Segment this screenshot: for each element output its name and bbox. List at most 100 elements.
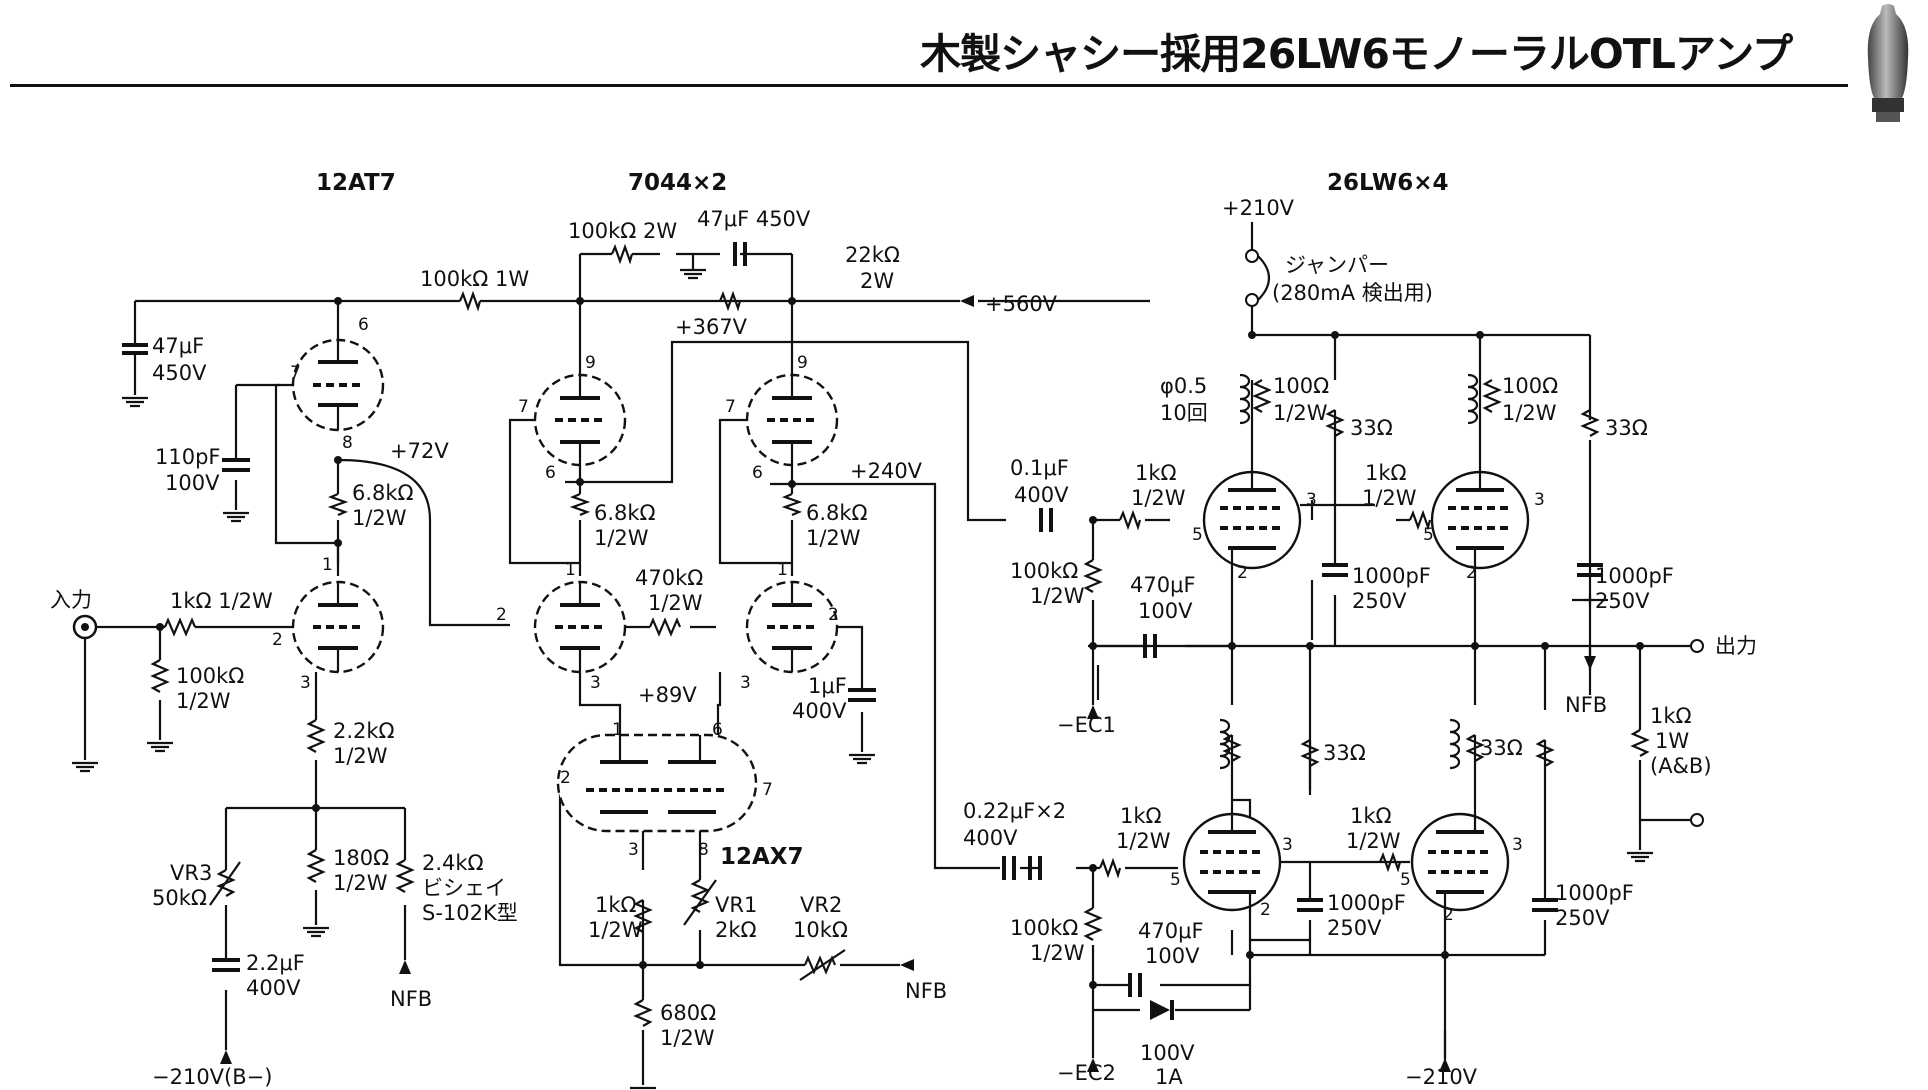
label-c1000-a: 1000pF (1352, 564, 1431, 588)
label-r1kw-c: 1/2W (1116, 829, 1171, 853)
label-r33-c: 33Ω (1323, 741, 1366, 765)
label-jump: ジャンパー (1285, 253, 1389, 277)
label-r24a: ビシェイ (422, 876, 506, 900)
ground-symbols (72, 268, 1653, 1090)
label-r1k-a: 1kΩ (1135, 461, 1177, 485)
pin-label: 3 (1512, 835, 1523, 855)
label-r1kw: 1/2W (588, 918, 643, 942)
label-nfb-1: NFB (390, 987, 432, 1011)
pin-label: 6 (358, 315, 369, 335)
label-r1kw-d: 1/2W (1346, 829, 1401, 853)
label-c1000v-d: 250V (1555, 906, 1610, 930)
label-r-in: 1kΩ 1/2W (170, 589, 273, 613)
label-r68w-b: 1/2W (594, 526, 649, 550)
pin-label: 3 (590, 673, 601, 693)
label-diode: 100V (1140, 1041, 1195, 1065)
label-rl3: (A&B) (1650, 754, 1712, 778)
label-vr1v: 2kΩ (715, 918, 757, 942)
label-ec2: −EC2 (1057, 1061, 1116, 1085)
label-rl2: 1W (1655, 729, 1689, 753)
label-c1000v-c: 250V (1327, 916, 1382, 940)
label-r68w-a: 1/2W (352, 506, 407, 530)
label-bneg2: −210V (1405, 1065, 1478, 1089)
label-r24b: S-102K型 (422, 901, 518, 925)
label-r100kg-a: 100kΩ (1010, 559, 1078, 583)
label-bneg: −210V(B−) (152, 1065, 272, 1089)
pin-label: 6 (545, 463, 556, 483)
wires (83, 252, 1692, 1085)
pin-label: 1 (322, 555, 333, 575)
labels: 12AT7 7044×2 12AX7 26LW6×4 入力 出力 1kΩ 1/2… (50, 170, 1757, 1089)
pin-label: 6 (712, 720, 723, 740)
label-vr3v: 50kΩ (152, 886, 207, 910)
label-c1000v-b: 250V (1595, 589, 1650, 613)
label-r100-b: 100Ω (1502, 374, 1558, 398)
pin-label: 2 (560, 768, 571, 788)
header-rule (10, 84, 1848, 87)
label-r22k: 22kΩ (845, 243, 900, 267)
label-r68w-c: 1/2W (806, 526, 861, 550)
label-r1kw-a: 1/2W (1131, 486, 1186, 510)
label-b367: +367V (675, 315, 748, 339)
pin-label: 3 (1306, 490, 1317, 510)
pin-label: 2 (1237, 563, 1248, 583)
pin-label: 3 (300, 673, 311, 693)
pin-label: 7 (518, 397, 529, 417)
label-r100w-a: 1/2W (1273, 401, 1328, 425)
tube-26lw6-1 (1202, 470, 1302, 576)
tube-26lw6-4 (1410, 812, 1510, 912)
label-r-ing2: 1/2W (176, 689, 231, 713)
pin-label: 3 (740, 673, 751, 693)
label-jump2: (280mA 検出用) (1272, 281, 1433, 305)
pin-label: 3 (1282, 835, 1293, 855)
label-r180w: 1/2W (333, 871, 388, 895)
label-r680w: 1/2W (660, 1026, 715, 1050)
label-7044: 7044×2 (628, 170, 727, 196)
pin-label: 2 (828, 605, 839, 625)
label-r33-b: 33Ω (1605, 416, 1648, 440)
pin-label: 7 (290, 363, 301, 383)
label-r68-c: 6.8kΩ (806, 501, 868, 525)
tube-7044-right-lower (745, 580, 839, 674)
pin-label: 8 (698, 840, 709, 860)
label-c1000-b: 1000pF (1595, 564, 1674, 588)
label-r470: 470kΩ (635, 566, 703, 590)
label-c1000v-a: 250V (1352, 589, 1407, 613)
label-r100-a: 100Ω (1273, 374, 1329, 398)
label-12ax7: 12AX7 (720, 844, 804, 870)
pin-label: 6 (752, 463, 763, 483)
label-b240: +240V (850, 459, 923, 483)
label-r22: 2.2kΩ (333, 719, 395, 743)
label-c470v-b: 100V (1145, 944, 1200, 968)
label-r470w: 1/2W (648, 591, 703, 615)
label-vr1: VR1 (715, 893, 757, 917)
arrows (220, 295, 1596, 1072)
label-r100k2w: 100kΩ 2W (568, 219, 677, 243)
pin-label: 8 (342, 433, 353, 453)
label-r1k: 1kΩ (595, 893, 637, 917)
tube-12at7-lower (291, 580, 385, 674)
label-b89: +89V (638, 683, 697, 707)
pin-label: 3 (1534, 490, 1545, 510)
label-vr2v: 10kΩ (793, 918, 848, 942)
pin-label: 2 (272, 630, 283, 650)
label-c022: 0.22μF×2 (963, 799, 1066, 823)
label-r1k-b: 1kΩ (1365, 461, 1407, 485)
label-r24: 2.4kΩ (422, 851, 484, 875)
label-c110: 110pF (155, 445, 221, 469)
label-r68-b: 6.8kΩ (594, 501, 656, 525)
label-r100kgw-a: 1/2W (1030, 584, 1085, 608)
label-ec1: −EC1 (1057, 713, 1116, 737)
label-c22: 2.2μF (246, 951, 305, 975)
tube-7044-left-upper (533, 373, 627, 467)
label-coil: φ0.5 (1160, 374, 1207, 398)
label-r1k-c: 1kΩ (1120, 804, 1162, 828)
label-c01: 0.1μF (1010, 456, 1069, 480)
variable-resistors (209, 861, 846, 981)
label-r22kw: 2W (860, 269, 894, 293)
pin-label: 7 (762, 780, 773, 800)
label-nfb-3: NFB (1565, 693, 1607, 717)
label-r100w-b: 1/2W (1502, 401, 1557, 425)
label-r680: 680Ω (660, 1001, 716, 1025)
